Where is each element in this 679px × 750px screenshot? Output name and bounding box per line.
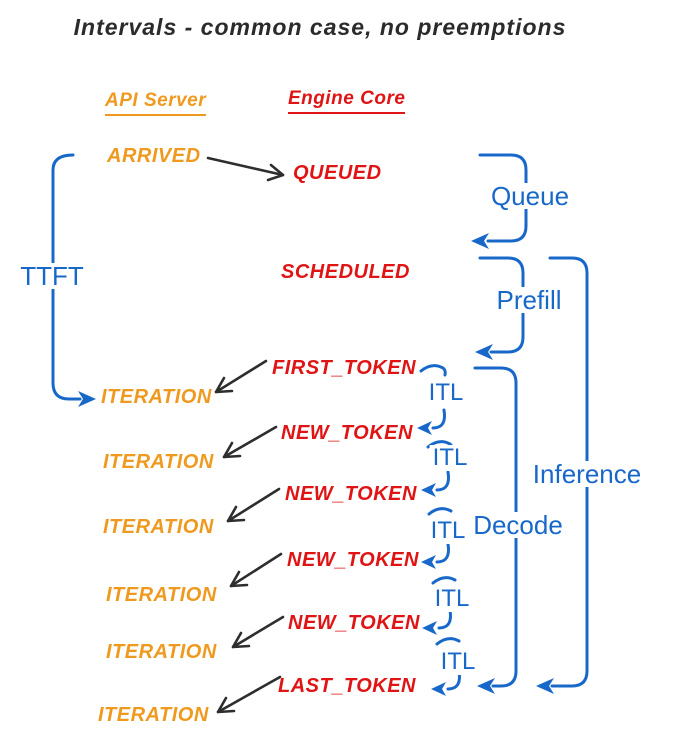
event-first-token: FIRST_TOKEN <box>272 357 417 379</box>
interval-label-itl-3: ITL <box>427 518 469 544</box>
interval-label-inference: Inference <box>529 461 645 487</box>
event-iteration-1: ITERATION <box>101 386 212 408</box>
interval-label-itl-1: ITL <box>425 380 467 406</box>
interval-label-itl-4: ITL <box>431 586 473 612</box>
event-queued: QUEUED <box>293 162 382 184</box>
event-iteration-6: ITERATION <box>98 704 209 726</box>
ttft-bracket <box>51 153 96 407</box>
interval-label-itl-5: ITL <box>437 649 479 675</box>
event-new-token-1: NEW_TOKEN <box>281 422 413 444</box>
arrow-new-token2-to-iteration <box>226 487 281 523</box>
event-new-token-4: NEW_TOKEN <box>288 612 420 634</box>
interval-label-queue: Queue <box>487 183 573 209</box>
arrow-arrived-to-queued <box>206 156 285 182</box>
interval-label-ttft: TTFT <box>17 263 87 289</box>
itl-bracket-4 <box>422 576 457 635</box>
event-arrived: ARRIVED <box>107 145 201 167</box>
interval-label-itl-2: ITL <box>429 445 471 471</box>
arrow-new-token3-to-iteration <box>229 552 283 588</box>
itl-bracket-3 <box>421 507 453 569</box>
event-iteration-3: ITERATION <box>103 516 214 538</box>
event-iteration-4: ITERATION <box>106 584 217 606</box>
arrow-last-token-to-iteration <box>216 675 282 714</box>
arrow-new-token1-to-iteration <box>222 425 278 459</box>
itl-bracket-1 <box>417 364 447 435</box>
column-header-engine-core: Engine Core <box>288 88 406 114</box>
interval-label-decode: Decode <box>470 512 566 538</box>
event-iteration-5: ITERATION <box>106 641 217 663</box>
arrow-first-token-to-iteration <box>214 359 268 394</box>
diagram-title: Intervals - common case, no preemptions <box>73 14 567 40</box>
event-scheduled: SCHEDULED <box>281 261 410 283</box>
arrow-new-token4-to-iteration <box>231 615 285 649</box>
event-new-token-3: NEW_TOKEN <box>287 549 419 571</box>
event-iteration-2: ITERATION <box>103 451 214 473</box>
event-last-token: LAST_TOKEN <box>278 675 416 697</box>
interval-label-prefill: Prefill <box>493 287 565 313</box>
event-new-token-2: NEW_TOKEN <box>285 483 417 505</box>
column-header-api-server: API Server <box>105 90 207 116</box>
